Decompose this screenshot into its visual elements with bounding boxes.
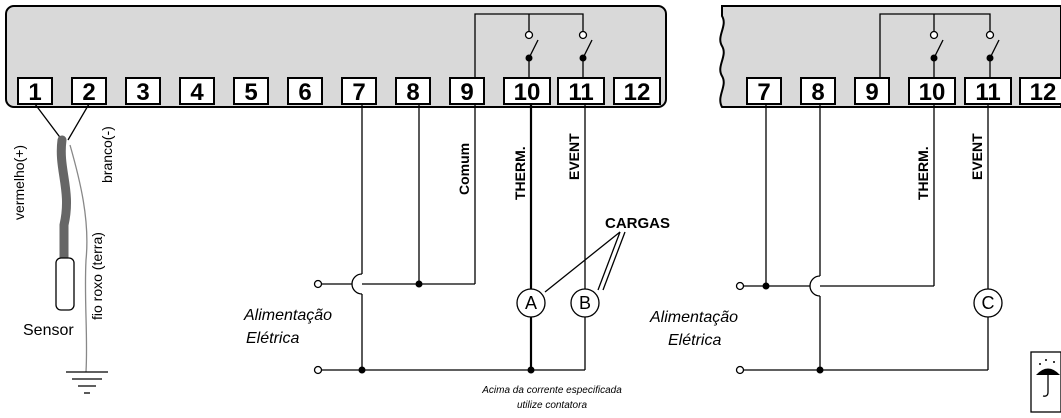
svg-text:C: C	[982, 293, 995, 313]
terminal-12: 12	[613, 77, 661, 106]
svg-text:5: 5	[244, 79, 257, 106]
ground-wire	[69, 144, 88, 373]
cargas-label: CARGAS	[605, 215, 670, 232]
event-label-right: EVENT	[969, 133, 985, 180]
svg-text:A: A	[525, 293, 537, 313]
load-b: B	[570, 288, 600, 318]
svg-text:11: 11	[568, 79, 593, 106]
svg-text:1: 1	[28, 79, 41, 106]
svg-text:8: 8	[811, 79, 824, 106]
wire-purple-label: fio roxo (terra)	[89, 232, 105, 320]
terminal-5: 5	[233, 77, 269, 106]
left-load-wiring: A B CARGAS Comum THERM. EVENT Alimentaçã…	[243, 104, 670, 411]
svg-text:11: 11	[975, 79, 1000, 106]
terminal-6: 6	[287, 77, 323, 106]
svg-text:12: 12	[1030, 79, 1057, 106]
svg-text:9: 9	[865, 79, 878, 106]
svg-text:12: 12	[624, 79, 651, 106]
terminal-9-right: 9	[854, 77, 890, 106]
event-label-left: EVENT	[566, 133, 582, 180]
terminal-2: 2	[71, 77, 107, 106]
power-label-line1-left: Alimentação	[243, 307, 332, 324]
sensor-cable	[56, 135, 71, 267]
svg-text:10: 10	[514, 79, 541, 106]
contactor-note-line1: Acima da corrente especificada	[481, 385, 622, 396]
terminal-4: 4	[179, 77, 215, 106]
therm-label-left: THERM.	[512, 146, 528, 200]
terminal-8: 8	[395, 77, 431, 106]
svg-text:2: 2	[82, 79, 95, 106]
sensor-assembly: vermelho(+) branco(-) fio roxo (terra) S…	[11, 103, 115, 394]
terminal-11: 11	[557, 77, 605, 106]
common-label: Comum	[456, 143, 472, 195]
svg-text:8: 8	[406, 79, 419, 106]
svg-text:3: 3	[136, 79, 149, 106]
svg-text:6: 6	[298, 79, 311, 106]
load-a: A	[516, 288, 546, 318]
svg-text:9: 9	[460, 79, 473, 106]
svg-text:4: 4	[190, 79, 204, 106]
wire-red-label: vermelho(+)	[11, 145, 27, 220]
terminal-7: 7	[341, 77, 377, 106]
sensor-label: Sensor	[23, 322, 74, 339]
therm-label-right: THERM.	[915, 146, 931, 200]
terminal-10-right: 10	[908, 77, 956, 106]
power-label-line2-right: Elétrica	[668, 332, 721, 349]
terminal-strip-right: 7 8 9 10 11 12	[746, 77, 1061, 106]
terminal-7-right: 7	[746, 77, 782, 106]
terminal-12-right: 12	[1019, 77, 1061, 106]
terminal-3: 3	[125, 77, 161, 106]
terminal-1: 1	[17, 77, 53, 106]
terminal-8-right: 8	[800, 77, 836, 106]
power-label-line1-right: Alimentação	[649, 309, 738, 326]
svg-text:B: B	[579, 293, 591, 313]
terminal-strip-left: 1 2 3 4 5 6 7 8 9 10 11 12	[17, 77, 661, 106]
relay-contacts-left	[474, 13, 593, 78]
controller-housing-left	[5, 5, 667, 108]
power-label-line2-left: Elétrica	[246, 330, 299, 347]
relay-contacts-right	[879, 13, 1000, 78]
terminal-10: 10	[503, 77, 551, 106]
terminal-9: 9	[449, 77, 485, 106]
terminal-11-right: 11	[964, 77, 1012, 106]
svg-text:10: 10	[919, 79, 946, 106]
ground-icon	[66, 371, 108, 394]
wire-white-label: branco(-)	[99, 126, 115, 183]
contactor-note-line2: utilize contatora	[517, 400, 587, 411]
right-load-wiring: C THERM. EVENT Alimentação Elétrica	[649, 104, 1003, 375]
sensor-probe	[55, 257, 75, 311]
load-c: C	[973, 288, 1003, 318]
svg-text:7: 7	[352, 79, 365, 106]
svg-text:7: 7	[757, 79, 770, 106]
umbrella-icon	[1030, 351, 1061, 413]
